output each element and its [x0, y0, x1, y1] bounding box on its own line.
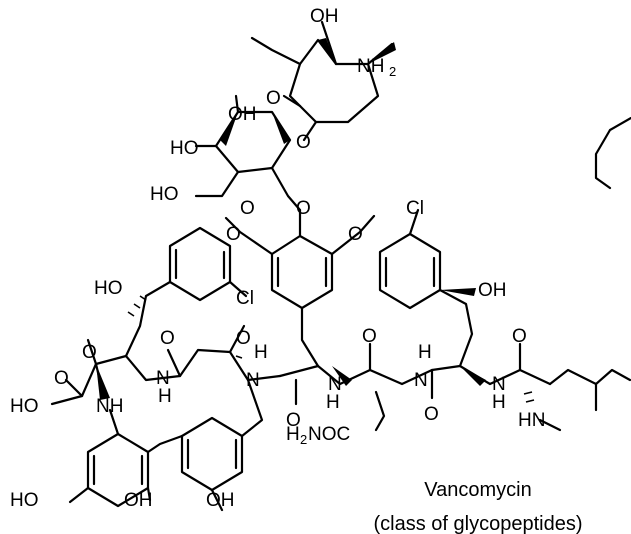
- wedge-bond: [96, 364, 110, 400]
- atom-label: OH: [478, 280, 507, 301]
- atom-label: O: [236, 328, 251, 349]
- wedge-bond: [332, 366, 352, 386]
- caption: Vancomycin (class of glycopeptides): [374, 479, 583, 534]
- hashed-bond: [235, 355, 243, 359]
- wedge-bond: [318, 38, 336, 64]
- atom-label: N: [328, 374, 342, 395]
- atom-label: HO: [10, 396, 39, 417]
- atom-label: OH: [228, 104, 257, 125]
- atom-label: NH: [357, 56, 384, 77]
- atom-label: O: [286, 410, 301, 431]
- hashed-bond: [139, 295, 147, 301]
- wedge-bond: [460, 366, 486, 386]
- atom-label: OH: [310, 6, 339, 27]
- atom-label: N: [156, 368, 170, 389]
- stereo-bonds: [96, 38, 535, 403]
- atom-label: HO: [94, 278, 123, 299]
- atom-label: N: [492, 374, 506, 395]
- atom-label: O: [296, 132, 311, 153]
- atom-label: OH: [124, 490, 153, 511]
- atom-label: O: [266, 88, 281, 109]
- atom-label: O: [296, 198, 311, 219]
- wedge-bond: [440, 288, 476, 296]
- atom-label: O: [362, 326, 377, 347]
- wedge-bond: [368, 42, 396, 64]
- atom-label: O: [512, 326, 527, 347]
- atom-label-subscript: 2: [300, 432, 307, 447]
- atom-label: O: [226, 224, 241, 245]
- atom-label: O: [240, 198, 255, 219]
- atom-label: OH: [206, 490, 235, 511]
- atom-label: H: [326, 392, 340, 413]
- atom-label: Cl: [406, 198, 424, 219]
- atom-label: Cl: [236, 288, 254, 309]
- atom-labels: OH NH 2 O O OH HO HO O O O O Cl Cl HO OH…: [10, 6, 545, 511]
- atom-label: H: [492, 392, 506, 413]
- hashed-bond: [525, 399, 535, 403]
- hashed-bond: [523, 391, 533, 395]
- atom-label: HO: [170, 138, 199, 159]
- atom-label: H: [286, 424, 300, 445]
- atom-label: O: [348, 224, 363, 245]
- atom-label-subscript: 2: [389, 64, 396, 79]
- atom-label: NOC: [308, 424, 350, 445]
- wedge-bond: [272, 112, 290, 144]
- hashed-bond: [133, 303, 141, 309]
- atom-label: O: [424, 404, 439, 425]
- atom-label: H: [254, 342, 268, 363]
- atom-label: O: [160, 328, 175, 349]
- atom-label: N: [414, 370, 428, 391]
- atom-label: NH: [96, 396, 123, 417]
- atom-label: H: [158, 386, 172, 407]
- atom-label: O: [54, 368, 69, 389]
- atom-label: HO: [150, 184, 179, 205]
- molecule-name: Vancomycin: [424, 479, 531, 501]
- atom-label: HN: [518, 410, 545, 431]
- molecule-class: (class of glycopeptides): [374, 513, 583, 534]
- atom-label: H: [418, 342, 432, 363]
- bond-skeleton: [50, 20, 631, 512]
- atom-label: N: [246, 370, 260, 391]
- atom-label: HO: [10, 490, 39, 511]
- wedge-bond: [220, 112, 238, 146]
- atom-label: O: [82, 342, 97, 363]
- hashed-bond: [127, 311, 135, 317]
